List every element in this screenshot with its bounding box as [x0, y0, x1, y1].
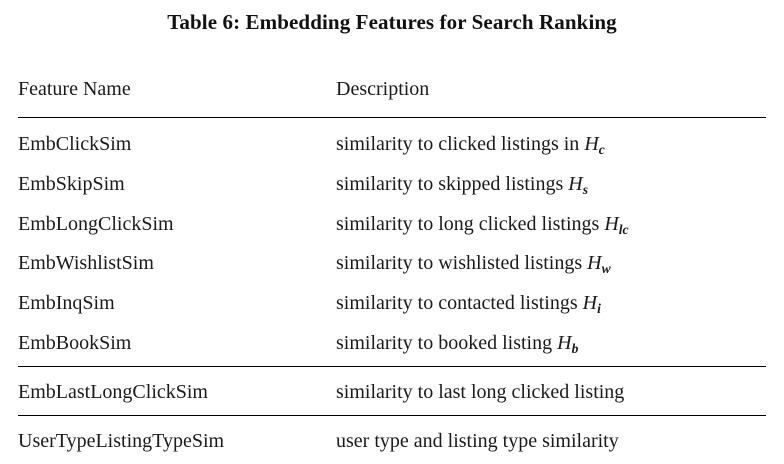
description-text: similarity to contacted listings: [336, 292, 583, 315]
cell-feature-name: UserTypeListingTypeSim: [18, 429, 225, 452]
symbol-base: H: [584, 133, 599, 155]
table-group-user-type: UserTypeListingTypeSim user type and lis…: [18, 415, 766, 464]
description-text: similarity to long clicked listings: [336, 212, 605, 235]
table-row: EmbBookSim similarity to booked listing …: [18, 325, 766, 367]
description-text: similarity to skipped listings: [336, 172, 569, 195]
symbol-base: H: [582, 292, 598, 315]
table-header-row: Feature Name Description: [18, 72, 766, 118]
description-text: similarity to booked listing: [336, 331, 558, 354]
cell-feature-name: EmbSkipSim: [18, 172, 125, 195]
symbol-subscript: w: [601, 261, 611, 277]
table-group-last-long-click: EmbLastLongClickSim similarity to last l…: [18, 366, 766, 416]
math-symbol: Hlc: [604, 212, 629, 237]
cell-feature-name: EmbLongClickSim: [18, 212, 174, 235]
table-row: UserTypeListingTypeSim user type and lis…: [18, 415, 766, 464]
symbol-subscript: s: [582, 181, 588, 197]
table-row: EmbSkipSim similarity to skipped listing…: [18, 167, 766, 207]
cell-description: similarity to booked listing Hb: [336, 325, 766, 367]
cell-description: similarity to contacted listings Hi: [336, 286, 766, 326]
table-row: EmbLastLongClickSim similarity to last l…: [18, 366, 766, 416]
cell-description: similarity to clicked listings in Hc: [336, 118, 766, 167]
table-caption: Table 6: Embedding Features for Search R…: [167, 10, 617, 34]
table-row: EmbInqSim similarity to contacted listin…: [18, 286, 766, 326]
symbol-subscript: i: [597, 300, 601, 316]
symbol-base: H: [568, 172, 583, 195]
symbol-subscript: b: [571, 340, 579, 356]
symbol-subscript: c: [598, 141, 605, 157]
cell-description: similarity to last long clicked listing: [336, 366, 766, 416]
math-symbol: Hb: [557, 331, 579, 356]
table-row: EmbClickSim similarity to clicked listin…: [18, 118, 766, 167]
column-header-description: Description: [336, 72, 766, 118]
symbol-base: H: [557, 331, 572, 354]
column-header-feature-name: Feature Name: [18, 72, 336, 118]
cell-feature-name: EmbClickSim: [18, 133, 132, 155]
symbol-base: H: [604, 212, 619, 235]
cell-feature-name: EmbInqSim: [18, 292, 115, 315]
table-row: EmbWishlistSim similarity to wishlisted …: [18, 246, 766, 286]
cell-description: user type and listing type similarity: [336, 429, 619, 452]
cell-feature-name: EmbBookSim: [18, 325, 336, 367]
symbol-base: H: [587, 252, 602, 275]
cell-description: similarity to wishlisted listings Hw: [336, 246, 766, 286]
description-text: similarity to wishlisted listings: [336, 252, 588, 275]
table-header: Feature Name Description: [18, 72, 766, 118]
embedding-features-table: Feature Name Description EmbClickSim sim…: [18, 72, 766, 464]
math-symbol: Hw: [587, 252, 611, 277]
cell-feature-name: EmbWishlistSim: [18, 252, 154, 275]
math-symbol: Hc: [584, 133, 605, 157]
table-row: EmbLongClickSim similarity to long click…: [18, 207, 766, 247]
cell-description: similarity to skipped listings Hs: [336, 167, 766, 207]
cell-feature-name: EmbLastLongClickSim: [18, 366, 336, 416]
document-page: Table 6: Embedding Features for Search R…: [18, 10, 766, 452]
math-symbol: Hs: [568, 172, 588, 197]
table-group-similarity-history: EmbClickSim similarity to clicked listin…: [18, 118, 766, 367]
description-text: similarity to clicked listings in: [336, 133, 585, 155]
cell-description: similarity to long clicked listings Hlc: [336, 207, 766, 247]
table-container: Feature Name Description EmbClickSim sim…: [18, 72, 766, 464]
symbol-subscript: lc: [618, 221, 629, 237]
math-symbol: Hi: [582, 292, 601, 316]
